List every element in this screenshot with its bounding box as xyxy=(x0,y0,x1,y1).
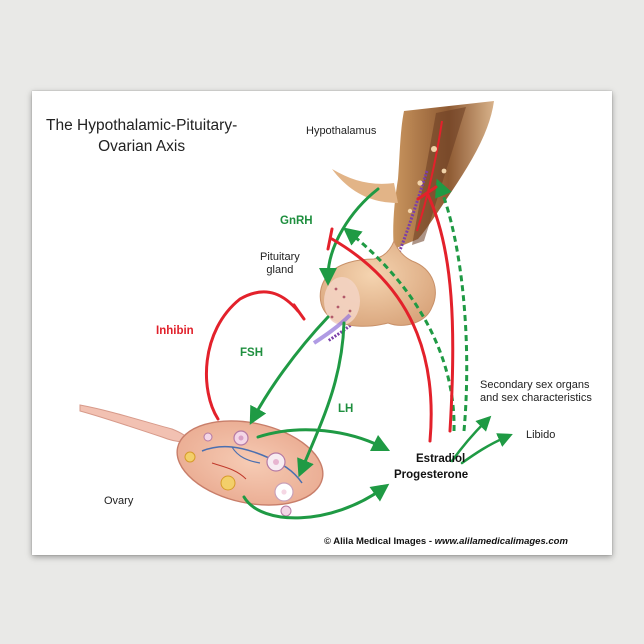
inhibition-to-hypothalamus-bar xyxy=(416,185,438,201)
positive-feedback-arrows xyxy=(342,178,469,432)
inhibition-to-pituitary-line xyxy=(330,237,433,443)
gnrh-arrow xyxy=(319,187,380,286)
ovary-illustration xyxy=(79,404,324,517)
ovary-label: Ovary xyxy=(104,495,134,507)
lh-label: LH xyxy=(338,403,354,415)
secondary-sex-label: Secondary sex organs and sex characteris… xyxy=(480,379,592,405)
secondary-sex-label-line-1: Secondary sex organs xyxy=(480,379,590,391)
stimulation-arrows xyxy=(242,187,513,520)
fsh-label: FSH xyxy=(240,347,263,359)
ovary-to-hormones-lower-arrow xyxy=(242,483,390,520)
feedback-to-hypothalamus-arrow xyxy=(435,178,469,432)
estradiol-label: Estradiol xyxy=(416,453,466,465)
ovary-to-hormones-arrow xyxy=(256,428,391,452)
pituitary-label-line-2: gland xyxy=(266,264,294,277)
inhibition-lines xyxy=(204,185,455,443)
copyright-credit: © Alila Medical Images - www.alilamedica… xyxy=(324,536,568,547)
inhibin-bar xyxy=(292,303,306,321)
inhibin-line xyxy=(204,290,300,421)
lh-arrow xyxy=(297,321,346,478)
inhibition-to-hypothalamus-line xyxy=(426,193,455,433)
progesterone-label: Progesterone xyxy=(394,469,469,481)
credit-url: www.alilamedicalimages.com xyxy=(434,536,568,547)
pituitary-label: Pituitary gland xyxy=(260,251,300,277)
libido-arrow xyxy=(460,433,513,465)
fsh-arrow xyxy=(249,315,330,425)
poster: The Hypothalamic-Pituitary- Ovarian Axis… xyxy=(32,91,612,555)
pituitary-label-line-1: Pituitary xyxy=(260,251,300,263)
feedback-to-pituitary-arrow xyxy=(342,227,456,432)
secondary-sex-label-line-2: and sex characteristics xyxy=(480,392,592,405)
title-line-1: The Hypothalamic-Pituitary- xyxy=(46,117,238,134)
diagram-title: The Hypothalamic-Pituitary- Ovarian Axis xyxy=(46,115,237,157)
inhibition-to-pituitary-bar xyxy=(326,227,334,251)
axis-diagram xyxy=(79,101,513,520)
gnrh-label: GnRH xyxy=(280,215,313,227)
title-line-2: Ovarian Axis xyxy=(98,138,186,155)
pituitary-illustration xyxy=(312,239,436,345)
credit-company: © Alila Medical Images xyxy=(324,536,427,547)
hypothalamus-label: Hypothalamus xyxy=(306,125,377,137)
libido-label: Libido xyxy=(526,429,556,441)
credit-separator: - xyxy=(426,536,435,547)
secondary-sex-arrow xyxy=(450,415,492,463)
inhibin-label: Inhibin xyxy=(156,325,194,337)
